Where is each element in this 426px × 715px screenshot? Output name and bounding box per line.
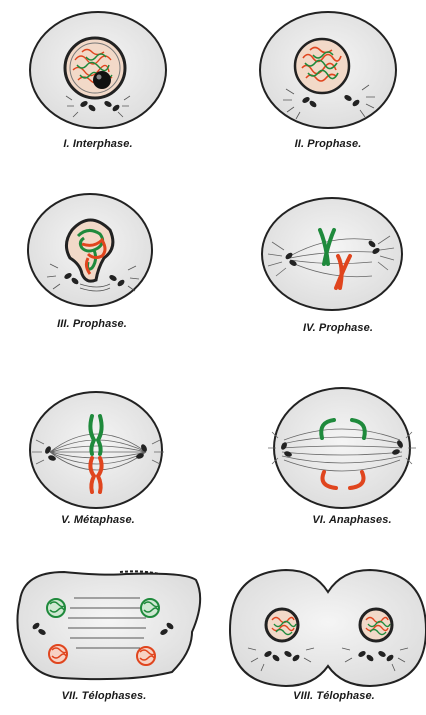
cell-membrane (230, 570, 426, 686)
cell-membrane (262, 198, 402, 310)
panel-anaphase (268, 388, 416, 508)
caption-anaphase: VI. Anaphases. (312, 514, 391, 526)
panel-prophase-mid (28, 194, 152, 306)
daughter-nucleus-left (266, 609, 298, 641)
daughter-chromatin-red-right (137, 647, 155, 665)
panel-prophase-late (262, 198, 402, 310)
caption-prophase-mid: III. Prophase. (57, 318, 127, 330)
caption-telophase-late: VIII. Télophase. (293, 690, 375, 702)
nucleolus (93, 71, 111, 89)
panel-telophase-late (230, 570, 426, 686)
panel-telophase-early (17, 571, 200, 679)
panel-interphase (30, 12, 166, 128)
daughter-chromatin-green-right (141, 599, 159, 617)
caption-interphase: I. Interphase. (63, 138, 132, 150)
panel-metaphase (30, 392, 164, 508)
daughter-chromatin-green-left (47, 599, 65, 617)
caption-prophase-early: II. Prophase. (295, 138, 362, 150)
nucleus (295, 39, 349, 93)
caption-prophase-late: IV. Prophase. (303, 322, 373, 334)
caption-metaphase: V. Métaphase. (61, 514, 135, 526)
nucleus (65, 38, 125, 98)
daughter-nucleus-right (360, 609, 392, 641)
panel-prophase-early (260, 12, 396, 128)
cell-membrane (274, 388, 410, 508)
caption-telophase-early: VII. Télophases. (62, 690, 147, 702)
daughter-chromatin-red-left (49, 645, 67, 663)
